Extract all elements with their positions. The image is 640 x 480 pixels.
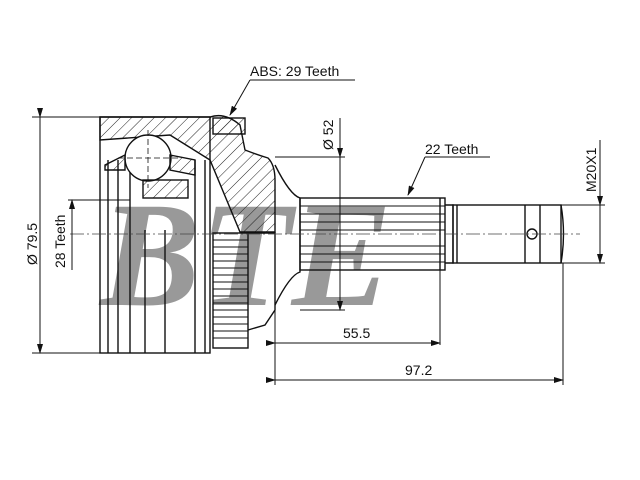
joint-outline xyxy=(99,114,565,354)
dimension-lines xyxy=(32,79,605,385)
dimension-55-5: 55.5 xyxy=(343,325,370,341)
outer-diameter-label: Ø 79.5 xyxy=(24,223,40,265)
dimension-97-2: 97.2 xyxy=(405,362,432,378)
diameter-52-label: Ø 52 xyxy=(320,119,336,150)
abs-teeth-label: ABS: 29 Teeth xyxy=(250,63,339,79)
spline-teeth-label: 22 Teeth xyxy=(425,141,478,157)
thread-label: M20X1 xyxy=(583,147,599,192)
inner-spline-teeth-label: 28 Teeth xyxy=(52,215,68,268)
